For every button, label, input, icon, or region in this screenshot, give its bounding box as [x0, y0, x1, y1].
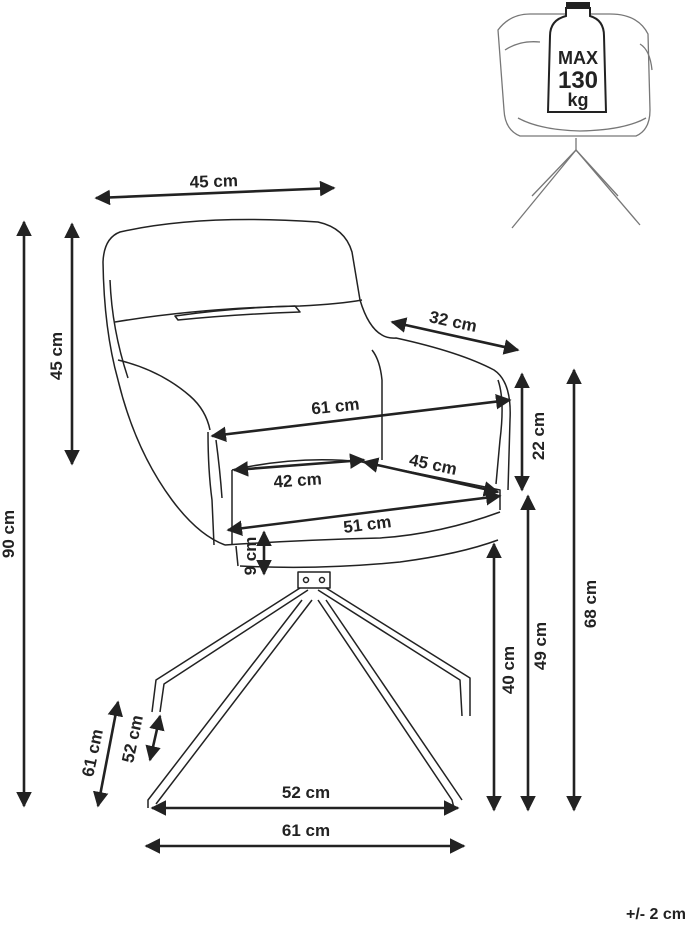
chair-thumbnail-icon: [497, 13, 653, 229]
label-seat-height: 40 cm: [499, 646, 518, 694]
label-seat-width-outer: 61 cm: [310, 395, 360, 419]
label-armrest-floor-height: 49 cm: [531, 622, 550, 670]
label-base-depth-outer: 61 cm: [78, 727, 107, 778]
label-base-depth-inner: 52 cm: [118, 713, 147, 764]
label-armrest-height: 22 cm: [529, 412, 548, 460]
tolerance-note: +/- 2 cm: [625, 906, 686, 923]
label-backrest-width: 45 cm: [189, 171, 238, 192]
label-base-width-outer: 61 cm: [282, 821, 330, 840]
label-base-width-inner: 52 cm: [282, 783, 330, 802]
label-total-height: 90 cm: [0, 510, 18, 558]
label-backrest-height: 45 cm: [47, 332, 66, 380]
load-badge-line1: MAX: [558, 48, 598, 68]
label-seat-thickness: 9 cm: [241, 537, 260, 576]
weight-icon: MAX 130 kg: [546, 2, 608, 113]
label-arm-top-height: 68 cm: [581, 580, 600, 628]
chair-drawing: [102, 218, 511, 809]
load-badge-line2: 130: [558, 67, 598, 94]
load-badge-line3: kg: [567, 90, 588, 110]
label-seat-width-inner: 42 cm: [273, 469, 322, 491]
dimension-arrows: [16, 180, 582, 854]
dimension-labels: 45 cm 45 cm 90 cm 32 cm 61 cm 22 cm 42 c…: [0, 171, 600, 840]
